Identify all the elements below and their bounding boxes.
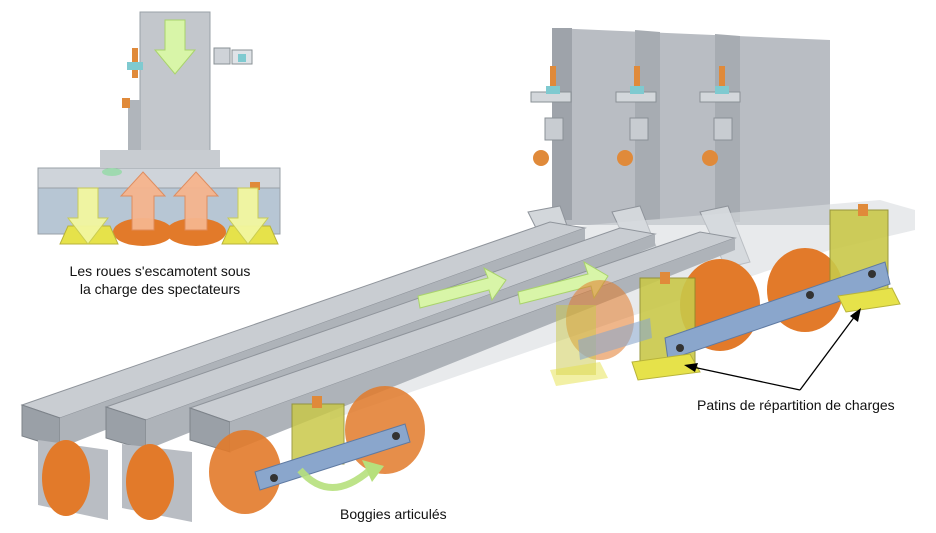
motion-arrow <box>417 266 507 309</box>
wheel <box>209 430 281 514</box>
inset-wheel <box>166 218 226 246</box>
vertical-uprights <box>527 28 830 269</box>
adjust-screw <box>615 66 657 166</box>
inset-wheel <box>113 218 173 246</box>
inset-up-arrow <box>119 171 167 231</box>
caption-line: Les roues s'escamotent sous <box>69 263 251 279</box>
load-pad <box>631 353 701 381</box>
inset-down-arrow-top <box>153 19 197 75</box>
adjust-screw <box>699 66 741 166</box>
load-pad <box>837 287 901 313</box>
rotation-arrow <box>297 467 373 491</box>
callout-arrows <box>684 308 861 391</box>
inset-detail-view <box>37 11 281 246</box>
inset-beam <box>37 167 281 189</box>
articulated-bogie <box>254 396 411 491</box>
bogie-plate <box>664 261 891 361</box>
rear-bogie-assembly <box>550 204 901 386</box>
adjust-screw <box>530 66 572 166</box>
inset-up-arrow <box>172 171 220 231</box>
caption-retracting-wheels: Les roues s'escamotent sous la charge de… <box>40 262 280 298</box>
inset-down-arrow-left <box>66 187 110 245</box>
bogie-plate <box>254 423 411 491</box>
inset-down-arrow-right <box>226 187 270 245</box>
caption-line: la charge des spectateurs <box>79 281 241 297</box>
caption-articulated-bogies: Boggies articulés <box>340 506 447 522</box>
caption-load-pads: Patins de répartition de charges <box>697 397 895 413</box>
